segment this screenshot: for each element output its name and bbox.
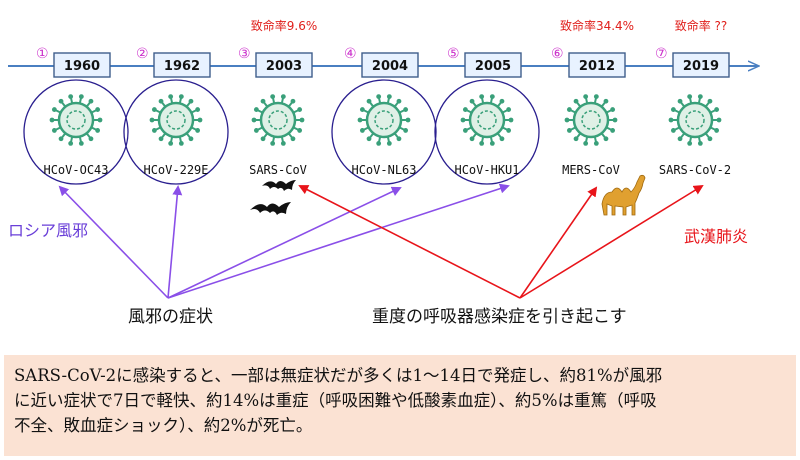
year-box — [255, 52, 313, 78]
virus-name: HCoV-OC43 — [43, 163, 108, 177]
item-number: ⑥ — [551, 46, 564, 62]
year-label: 1960 — [64, 59, 100, 74]
item-number: ④ — [344, 46, 357, 62]
mortality-label: 致命率34.4% — [560, 18, 634, 33]
cold-symptoms-label: 風邪の症状 — [128, 307, 213, 327]
virus-icon — [460, 94, 514, 146]
year-label: 2019 — [683, 59, 719, 74]
highlight-circle — [23, 79, 129, 185]
summary-line-2: に近い症状で7日で軽快、約14%は重症（呼吸困難や低酸素血症）、約5%は重篤（呼… — [14, 391, 657, 410]
item-number: ⑤ — [447, 46, 460, 62]
highlight-circle — [123, 79, 229, 185]
item-number: ① — [36, 46, 49, 62]
mortality-label: 致命率 ?? — [675, 18, 728, 33]
year-label: 2004 — [372, 59, 408, 74]
timeline-item-2012: ⑥ 2012 致命率34.4% MERS-CoV — [551, 18, 634, 177]
wuhan-pneumonia-label: 武漢肺炎 — [684, 227, 748, 246]
virus-icon — [357, 94, 411, 146]
year-label: 2003 — [266, 59, 302, 74]
year-label: 2005 — [475, 59, 511, 74]
cold-symptom-arrows — [58, 183, 510, 299]
russian-flu-label: ロシア風邪 — [8, 221, 88, 240]
summary-line-3: 不全、敗血症ショック）、約2%が死亡。 — [14, 416, 313, 435]
year-box — [568, 52, 626, 78]
year-box — [361, 52, 419, 78]
summary-box: SARS-CoV-2に感染すると、一部は無症状だが多くは1～14日で発症し、約8… — [4, 355, 796, 456]
item-number: ③ — [238, 46, 251, 62]
virus-name: HCoV-HKU1 — [454, 163, 519, 177]
severe-infection-arrows — [298, 184, 704, 299]
timeline-item-2019: ⑦ 2019 致命率 ?? SARS-CoV-2 — [655, 18, 731, 177]
camel-icon — [601, 174, 646, 216]
virus-name: MERS-CoV — [562, 163, 620, 177]
virus-icon — [668, 94, 722, 146]
mortality-label: 致命率9.6% — [251, 18, 318, 33]
highlight-circle — [331, 79, 437, 185]
summary-line-1: SARS-CoV-2に感染すると、一部は無症状だが多くは1～14日で発症し、約8… — [14, 366, 663, 385]
year-box — [53, 52, 111, 78]
bat-icon — [250, 180, 296, 215]
virus-name: HCoV-NL63 — [351, 163, 416, 177]
item-number: ⑦ — [655, 46, 668, 62]
virus-name: SARS-CoV — [249, 163, 307, 177]
virus-name: HCoV-229E — [143, 163, 208, 177]
timeline-item-2003: ③ 2003 致命率9.6% SARS-CoV — [238, 18, 317, 177]
virus-icon — [149, 94, 203, 146]
virus-icon — [49, 94, 103, 146]
virus-name: SARS-CoV-2 — [659, 163, 731, 177]
year-box — [672, 52, 730, 78]
highlight-circle — [434, 79, 540, 185]
year-label: 1962 — [164, 59, 200, 74]
year-box — [153, 52, 211, 78]
virus-icon — [564, 94, 618, 146]
year-label: 2012 — [579, 59, 615, 74]
severe-infection-label: 重度の呼吸器感染症を引き起こす — [372, 307, 627, 327]
virus-icon — [251, 94, 305, 146]
item-number: ② — [136, 46, 149, 62]
year-box — [464, 52, 522, 78]
